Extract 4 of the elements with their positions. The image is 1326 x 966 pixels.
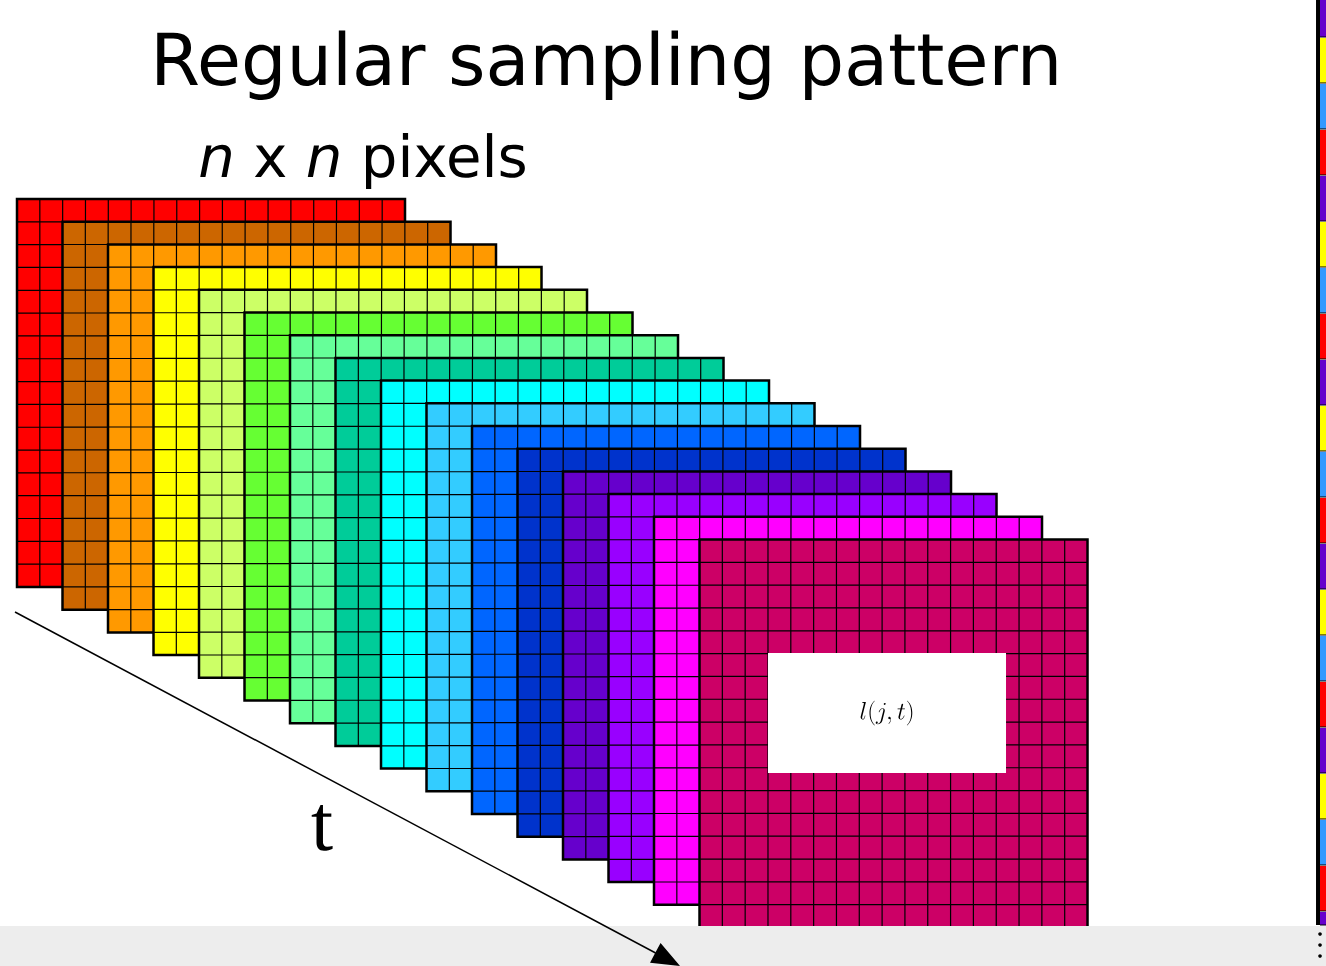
axis-label: t — [311, 805, 333, 851]
axis-label: n x n pixels — [200, 133, 525, 189]
formula-label: $l(j,t)$ — [768, 653, 1006, 773]
title: Regular sampling pattern — [157, 30, 1057, 100]
